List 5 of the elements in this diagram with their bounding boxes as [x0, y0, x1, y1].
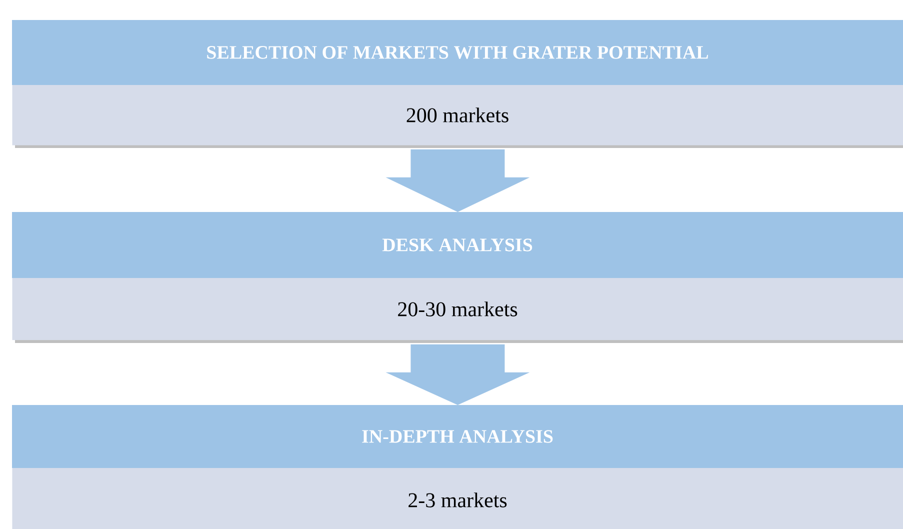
block-arrow — [386, 344, 530, 405]
stage-box: DESK ANALYSIS 20-30 markets — [12, 212, 903, 343]
block-arrow — [386, 149, 530, 212]
stage-box: IN-DEPTH ANALYSIS 2-3 markets — [12, 404, 903, 529]
stage-box: SELECTION OF MARKETS WITH GRATER POTENTIAL 200 markets — [12, 20, 903, 148]
